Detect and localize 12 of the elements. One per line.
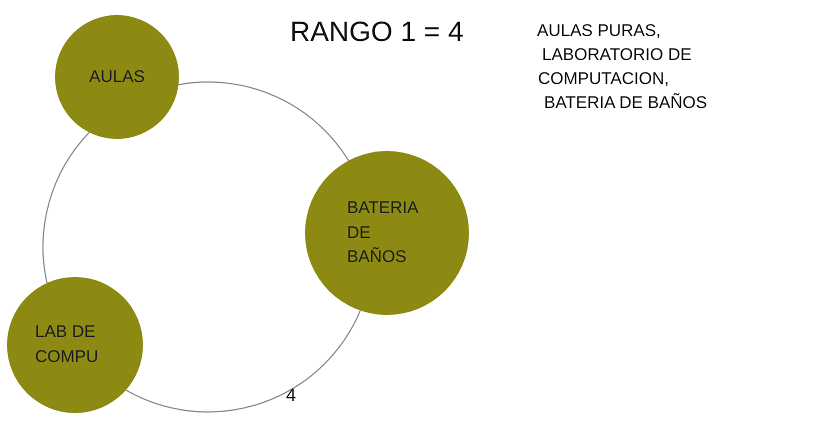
list-item: BATERIA DE BAÑOS (544, 93, 708, 113)
list-item: LABORATORIO DE (542, 45, 692, 65)
ring-connector (126, 310, 361, 412)
node-label: AULAS (88, 66, 146, 88)
list-item: COMPUTACION, (538, 69, 669, 89)
list-item: AULAS PURAS, (537, 21, 661, 41)
ring-connector (42, 132, 90, 284)
node-label: BATERIA DE BAÑOS (347, 197, 420, 268)
ring-connector (178, 82, 350, 161)
ring-number: 4 (286, 385, 296, 406)
node-label: LAB DE COMPU (35, 321, 100, 368)
heading: RANGO 1 = 4 (290, 16, 464, 48)
